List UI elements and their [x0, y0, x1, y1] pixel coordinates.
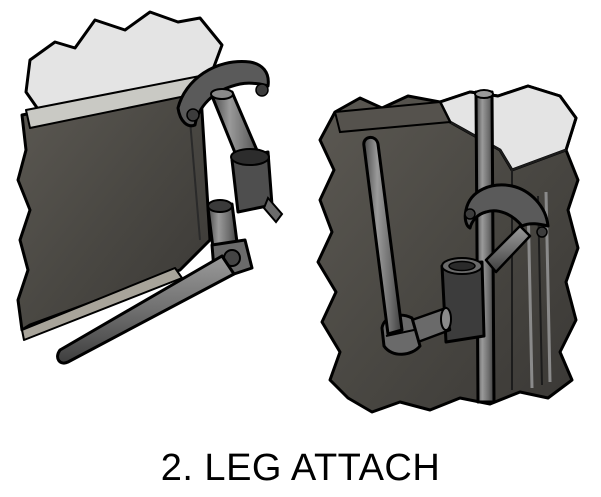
- figure-caption: 2. LEG ATTACH: [160, 447, 441, 489]
- right-view: [316, 84, 580, 414]
- right-clamp-bracket-icon: [463, 183, 550, 230]
- leg-attach-illustration: [16, 10, 580, 414]
- left-wall-slab-icon: [16, 78, 212, 332]
- right-handle-bar-icon: [362, 136, 404, 336]
- left-handle-bar-icon: [56, 254, 236, 365]
- right-leg-tube-icon: [474, 90, 496, 404]
- left-view: [16, 10, 284, 365]
